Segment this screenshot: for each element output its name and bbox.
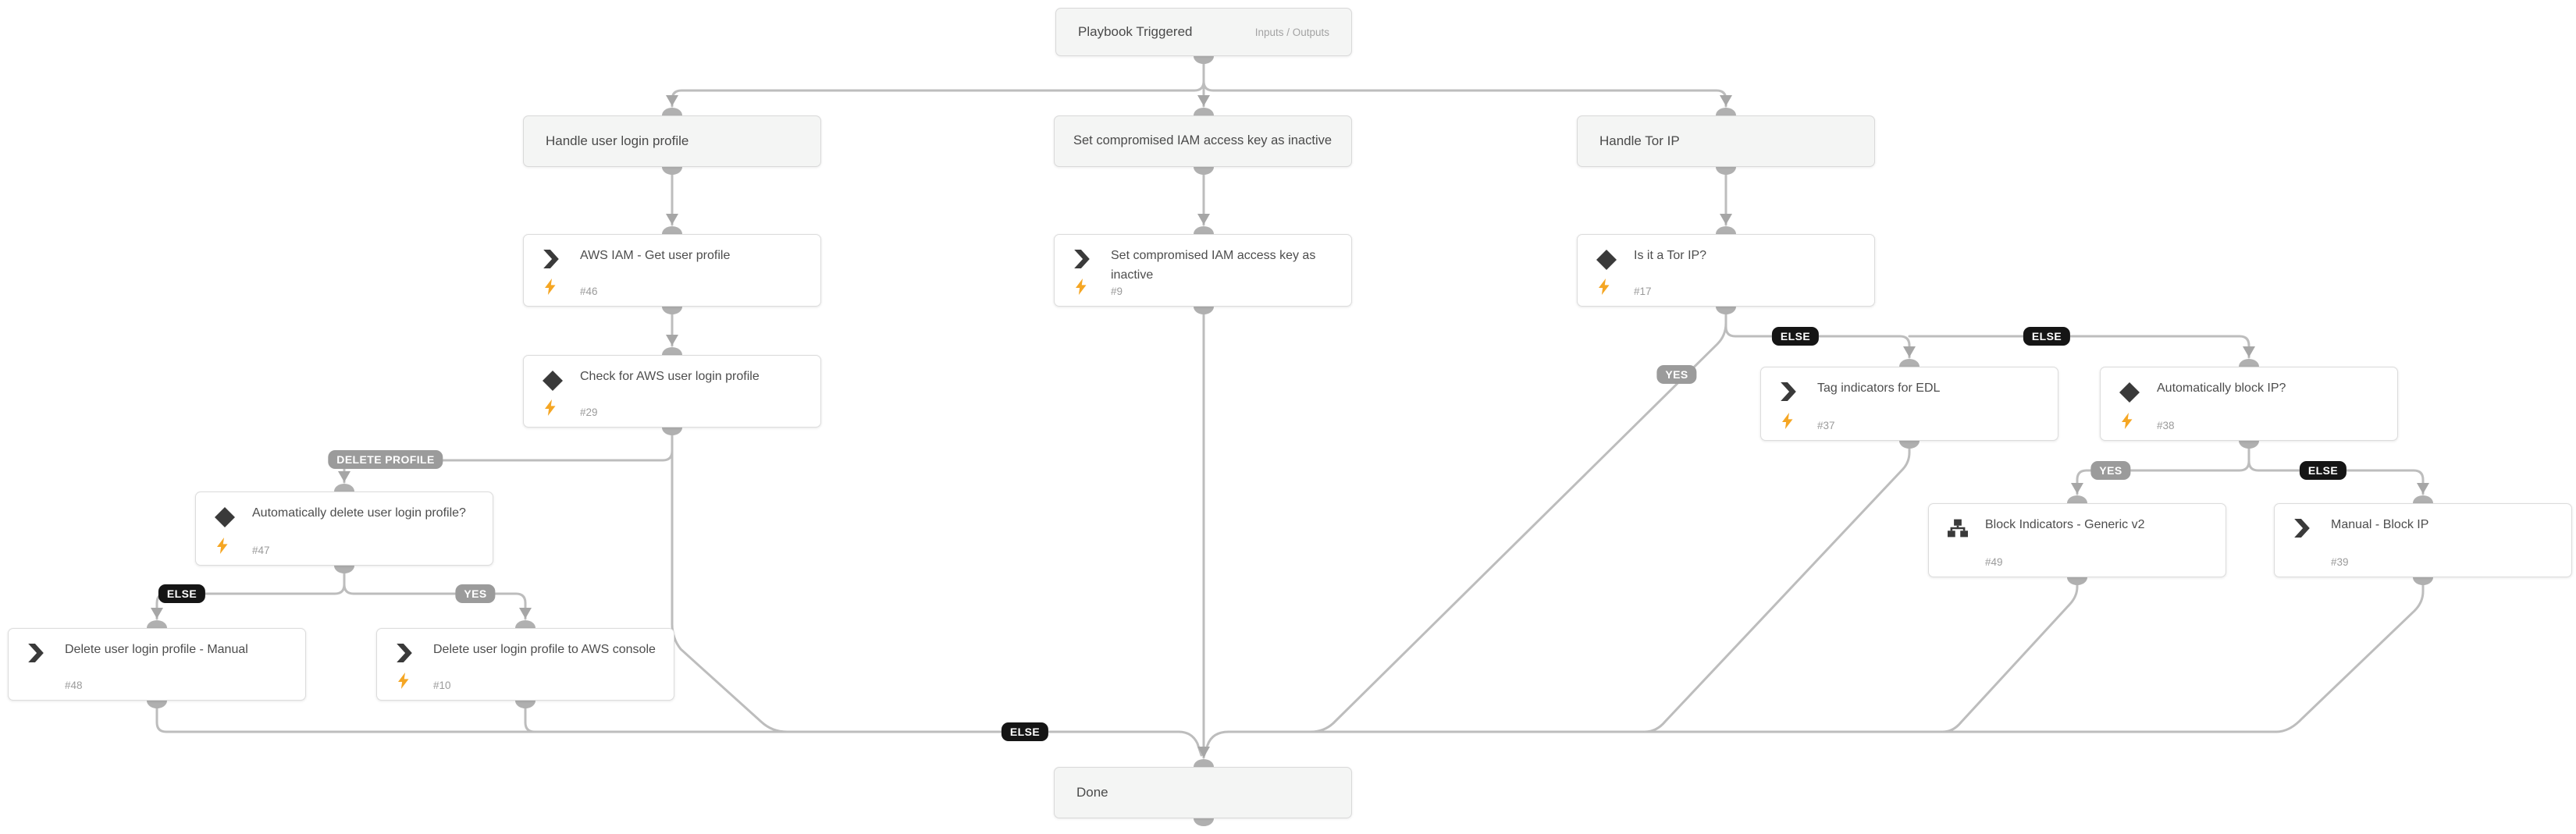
automation-chevron-icon <box>543 250 563 270</box>
task-title: Automatically block IP? <box>2157 382 2286 395</box>
node-is-it-a-tor-ip[interactable]: Is it a Tor IP? #17 <box>1577 234 1875 307</box>
branch-label-yes: YES <box>455 584 496 603</box>
node-automatically-delete-user-login-profile[interactable]: Automatically delete user login profile?… <box>195 492 493 566</box>
lightning-bolt-icon <box>398 673 410 693</box>
lightning-bolt-icon <box>217 538 229 558</box>
task-title: Block Indicators - Generic v2 <box>1985 518 2145 531</box>
branch-label-else: ELSE <box>2023 327 2071 346</box>
node-block-indicators-generic-v2[interactable]: Block Indicators - Generic v2 #49 <box>1928 503 2226 577</box>
node-set-compromised-iam-access-key-as-inactive[interactable]: Set compromised IAM access key as inacti… <box>1054 234 1352 307</box>
task-title: Manual - Block IP <box>2331 518 2429 531</box>
task-number: #39 <box>2331 556 2349 568</box>
task-title: Delete user login profile to AWS console <box>433 643 656 656</box>
section-title: Handle Tor IP <box>1599 133 1680 148</box>
playbook-triggered-title: Playbook Triggered <box>1078 23 1193 39</box>
task-number: #37 <box>1817 420 1835 431</box>
lightning-bolt-icon <box>1782 413 1794 433</box>
node-handle-tor-ip[interactable]: Handle Tor IP <box>1577 115 1875 167</box>
section-title: Set compromised IAM access key as inacti… <box>1073 133 1332 148</box>
node-set-iam-inactive-header[interactable]: Set compromised IAM access key as inacti… <box>1054 115 1352 167</box>
sub-playbook-sitemap-icon <box>1948 519 1968 539</box>
section-title: Done <box>1076 784 1108 800</box>
node-tag-indicators-for-edl[interactable]: Tag indicators for EDL #37 <box>1760 367 2058 441</box>
task-number: #10 <box>433 680 451 691</box>
task-title: AWS IAM - Get user profile <box>580 249 731 262</box>
automation-chevron-icon <box>1073 250 1094 270</box>
branch-label-else: ELSE <box>158 584 206 603</box>
branch-label-else: ELSE <box>1001 722 1049 741</box>
automation-chevron-icon <box>2293 519 2314 539</box>
automation-chevron-icon <box>27 644 48 664</box>
node-playbook-triggered[interactable]: Playbook Triggered Inputs / Outputs <box>1055 8 1352 56</box>
branch-label-yes: YES <box>2090 461 2131 480</box>
automation-chevron-icon <box>1780 382 1800 403</box>
condition-diamond-icon <box>215 507 235 527</box>
lightning-bolt-icon <box>545 279 557 299</box>
branch-label-delete-profile: DELETE PROFILE <box>328 450 443 469</box>
lightning-bolt-icon <box>545 399 557 420</box>
task-title: Delete user login profile - Manual <box>65 643 248 656</box>
task-number: #17 <box>1634 286 1652 297</box>
task-number: #29 <box>580 406 598 418</box>
node-delete-user-login-profile-to-aws-console[interactable]: Delete user login profile to AWS console… <box>376 628 674 701</box>
node-automatically-block-ip[interactable]: Automatically block IP? #38 <box>2100 367 2398 441</box>
condition-diamond-icon <box>1596 250 1617 270</box>
section-title: Handle user login profile <box>546 133 689 148</box>
node-manual-block-ip[interactable]: Manual - Block IP #39 <box>2274 503 2572 577</box>
node-check-for-aws-user-login-profile[interactable]: Check for AWS user login profile #29 <box>523 355 821 428</box>
condition-diamond-icon <box>2119 382 2140 403</box>
task-title: Automatically delete user login profile? <box>252 506 466 520</box>
task-number: #48 <box>65 680 83 691</box>
node-aws-iam-get-user-profile[interactable]: AWS IAM - Get user profile #46 <box>523 234 821 307</box>
condition-diamond-icon <box>543 371 563 391</box>
task-title: Check for AWS user login profile <box>580 370 760 383</box>
inputs-outputs-link[interactable]: Inputs / Outputs <box>1254 26 1329 38</box>
task-number: #38 <box>2157 420 2175 431</box>
task-number: #46 <box>580 286 598 297</box>
lightning-bolt-icon <box>1599 279 1610 299</box>
node-delete-user-login-profile-manual[interactable]: Delete user login profile - Manual #48 <box>8 628 306 701</box>
node-handle-user-login-profile[interactable]: Handle user login profile <box>523 115 821 167</box>
automation-chevron-icon <box>396 644 416 664</box>
node-done[interactable]: Done <box>1054 767 1352 818</box>
task-number: #47 <box>252 545 270 556</box>
lightning-bolt-icon <box>1076 279 1087 299</box>
task-number: #49 <box>1985 556 2003 568</box>
branch-label-else: ELSE <box>2299 461 2347 480</box>
task-title: Tag indicators for EDL <box>1817 382 1941 395</box>
task-title: Set compromised IAM access key as inacti… <box>1111 249 1316 282</box>
lightning-bolt-icon <box>2122 413 2133 433</box>
task-number: #9 <box>1111 286 1123 297</box>
branch-label-yes: YES <box>1656 365 1697 384</box>
task-title: Is it a Tor IP? <box>1634 249 1707 262</box>
branch-label-else: ELSE <box>1771 327 1820 346</box>
